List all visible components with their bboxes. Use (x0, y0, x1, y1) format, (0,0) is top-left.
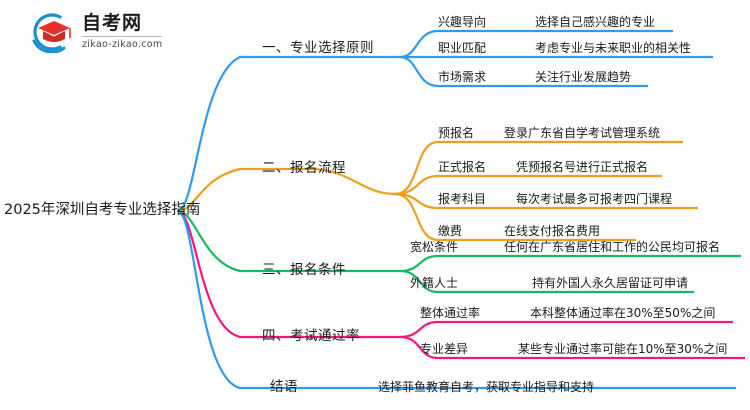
leaf-label-1-1[interactable]: 兴趣导向 (438, 15, 487, 29)
leaf-label-2-2[interactable]: 正式报名 (438, 160, 487, 174)
leaf-desc-4-1: 本科整体通过率在30%至50%之间 (530, 306, 716, 320)
branch1-link-1 (398, 29, 440, 59)
leaf-label-2-3[interactable]: 报考科目 (438, 192, 487, 206)
leaf-desc-2-1: 登录广东省自学考试管理系统 (504, 126, 661, 140)
leaf-label-1-2[interactable]: 职业匹配 (438, 41, 487, 55)
leaf-label-4-2[interactable]: 专业差异 (420, 342, 469, 356)
site-logo: 自考网 zikao-zikao.com (30, 10, 210, 54)
root-link-3 (176, 209, 242, 273)
branch-label-1[interactable]: 一、专业选择原则 (262, 40, 374, 56)
branch2-link-3 (393, 192, 440, 210)
leaf-desc-1-3: 关注行业发展趋势 (535, 70, 632, 84)
leaf-label-4-1[interactable]: 整体通过率 (420, 306, 481, 320)
branch-label-2[interactable]: 二、报名流程 (262, 160, 346, 176)
branch2-link-1 (393, 140, 440, 196)
leaf-desc-1-1: 选择自己感兴趣的专业 (535, 15, 656, 29)
logo-name-cn: 自考网 (82, 14, 163, 38)
leaf-label-2-4[interactable]: 缴费 (438, 224, 463, 238)
leaf-desc-1-2: 考虑专业与未来职业的相关性 (535, 41, 692, 55)
root-node-title[interactable]: 2025年深圳自考专业选择指南 (4, 202, 201, 218)
branch-label-4[interactable]: 四、考试通过率 (262, 328, 360, 344)
root-link-4 (176, 209, 242, 339)
leaf-desc-2-2: 凭预报名号进行正式报名 (516, 160, 649, 174)
branch-label-5[interactable]: 结语 (270, 379, 298, 395)
leaf-desc-2-4: 在线支付报名费用 (504, 224, 601, 238)
leaf-desc-5-1: 选择菲鱼教育自考，获取专业指导和支持 (378, 380, 595, 394)
branch2-link-2 (393, 174, 440, 196)
branch1-link-3 (398, 55, 440, 88)
leaf-desc-4-2: 某些专业通过率可能在10%至30%之间 (518, 342, 728, 356)
branch2-link-4 (393, 192, 440, 242)
branch4-link-1 (398, 320, 440, 339)
leaf-desc-3-2: 持有外国人永久居留证可申请 (532, 276, 689, 290)
leaf-label-3-2[interactable]: 外籍人士 (410, 276, 459, 290)
leaf-label-3-1[interactable]: 宽松条件 (410, 240, 459, 254)
leaf-label-1-3[interactable]: 市场需求 (438, 70, 487, 84)
leaf-label-2-1[interactable]: 预报名 (438, 126, 475, 140)
root-link-1 (176, 55, 242, 213)
root-link-5 (176, 209, 242, 390)
leaf-desc-2-3: 每次考试最多可报考四门课程 (516, 192, 673, 206)
logo-domain: zikao-zikao.com (82, 39, 163, 51)
logo-wordmark: 自考网 zikao-zikao.com (82, 14, 163, 51)
branch-label-3[interactable]: 三、报名条件 (262, 262, 346, 278)
graduation-cap-icon (30, 11, 76, 54)
branch3-link-1 (398, 254, 440, 273)
leaf-desc-3-1: 任何在广东省居住和工作的公民均可报名 (504, 240, 721, 254)
